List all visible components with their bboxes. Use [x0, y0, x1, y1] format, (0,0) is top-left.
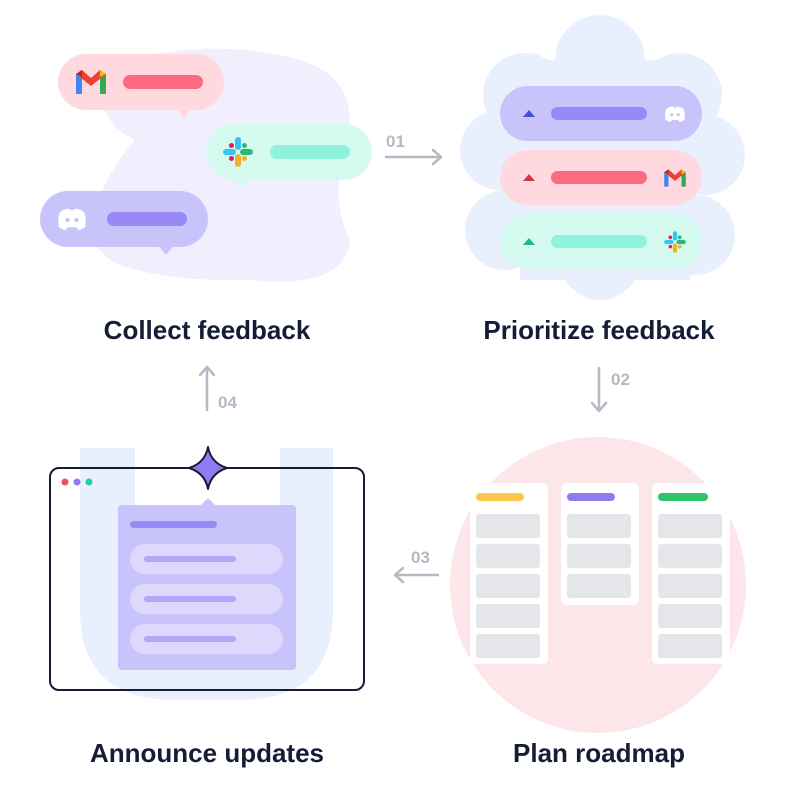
column-header-bar: [476, 493, 524, 501]
slack-priority-row: [500, 214, 702, 269]
prioritize-feedback-title: Prioritize feedback: [483, 315, 715, 345]
discord-priority-row: [500, 86, 702, 141]
step-01-arrow: 01: [384, 132, 443, 166]
step-02-arrow: 02: [590, 366, 630, 413]
roadmap-column-3: [652, 483, 730, 664]
discord-message-bubble: [40, 191, 208, 255]
plan-roadmap-title: Plan roadmap: [513, 738, 685, 768]
sparkle-icon: [188, 446, 228, 490]
step-04-arrow: 04: [198, 365, 237, 412]
step-02-label: 02: [611, 370, 630, 389]
window-minimize-dot: [73, 478, 81, 486]
step-04-label: 04: [218, 393, 237, 412]
window-maximize-dot: [85, 478, 93, 486]
announce-updates-title: Announce updates: [90, 738, 324, 768]
upvote-arrow-icon: [523, 174, 535, 181]
announcement-widget: [118, 498, 296, 670]
upvote-arrow-icon: [523, 110, 535, 117]
message-placeholder-bar: [551, 235, 647, 248]
message-placeholder-bar: [270, 145, 350, 159]
discord-icon: [665, 106, 685, 122]
gmail-priority-row: [500, 150, 702, 205]
roadmap-column-2: [561, 483, 639, 605]
step-03-arrow: 03: [393, 548, 440, 584]
message-placeholder-bar: [123, 75, 203, 89]
message-placeholder-bar: [551, 171, 647, 184]
widget-title-bar: [130, 521, 217, 528]
slack-message-bubble: [206, 124, 372, 190]
upvote-arrow-icon: [523, 238, 535, 245]
message-placeholder-bar: [551, 107, 647, 120]
gmail-message-bubble: [58, 54, 224, 118]
collect-feedback-title: Collect feedback: [104, 315, 311, 345]
column-header-bar: [567, 493, 615, 501]
plan-roadmap-illustration: [450, 437, 746, 733]
discord-icon: [58, 208, 86, 230]
message-placeholder-bar: [107, 212, 187, 226]
window-close-dot: [61, 478, 69, 486]
roadmap-column-1: [470, 483, 548, 664]
prioritize-feedback-illustration: [460, 15, 745, 300]
announce-updates-illustration: [49, 446, 365, 700]
column-header-bar: [658, 493, 708, 501]
step-03-label: 03: [411, 548, 430, 567]
step-01-label: 01: [386, 132, 405, 151]
collect-feedback-illustration: [40, 48, 372, 282]
